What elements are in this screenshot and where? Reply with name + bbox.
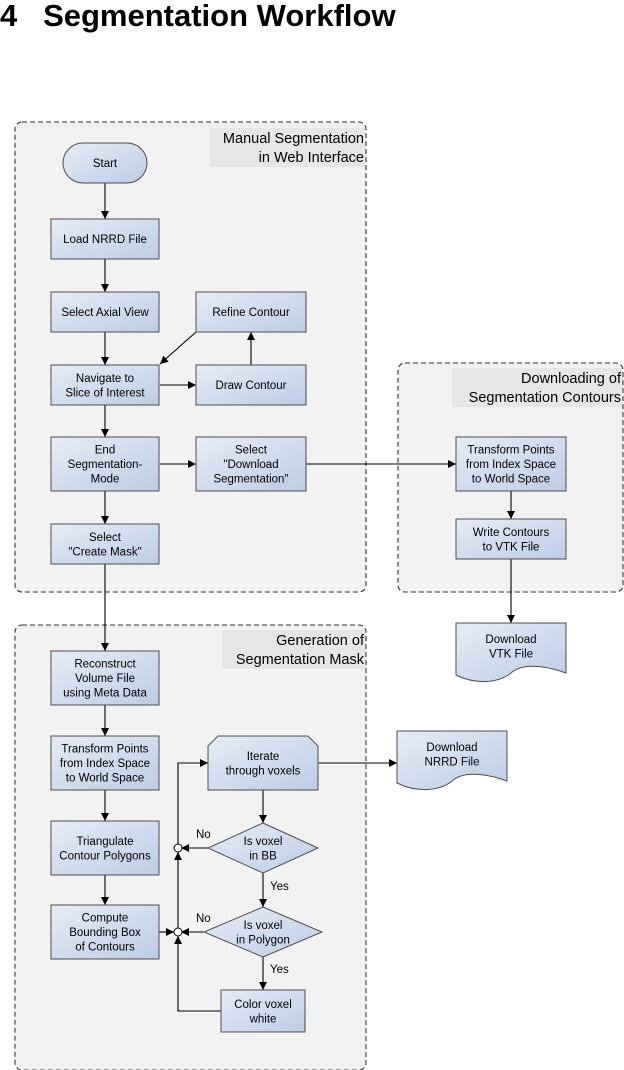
node-transform-dl: Transform Points from Index Space to World… [455, 436, 567, 492]
node-label: white [249, 1013, 277, 1025]
node-label: to VTK File [483, 541, 540, 553]
node-label: to World Space [66, 773, 144, 785]
node-label: to World Space [472, 474, 550, 486]
node-write-vtk: Write Contours to VTK File [455, 518, 567, 560]
node-label: Iterate [247, 751, 280, 763]
node-label: Transform Points [61, 744, 148, 756]
node-iterate: Iterate through voxels [207, 735, 319, 791]
node-label: Contour Polygons [59, 850, 151, 862]
node-label: from Index Space [60, 758, 150, 770]
node-label: End [95, 445, 115, 457]
group-title-mask: Generation of [276, 633, 365, 649]
edge-label-yes-bb: Yes [270, 881, 289, 893]
node-label: of Contours [75, 942, 135, 954]
connector-arrow [159, 331, 197, 365]
node-label: Segmentation" [213, 474, 288, 486]
node-label: Bounding Box [69, 927, 141, 939]
group-title-mask: Segmentation Mask [236, 652, 365, 668]
merge-junction [173, 927, 183, 937]
group-title-download: Segmentation Contours [469, 390, 621, 406]
node-start: Start [62, 142, 148, 184]
page-title: 4 Segmentation Workflow [0, 0, 396, 33]
node-label: Select Axial View [61, 307, 149, 319]
group-manual: Manual Segmentation in Web Interface [14, 121, 367, 593]
connector-arrow [174, 936, 221, 1012]
node-label: from Index Space [466, 459, 556, 471]
node-label: Load NRRD File [63, 234, 147, 246]
connector-arrow [177, 759, 208, 844]
group-title-download: Downloading of [521, 371, 622, 387]
node-axial: Select Axial View [50, 291, 160, 333]
node-label: Download [485, 634, 536, 646]
group-title-manual: Manual Segmentation [223, 131, 364, 147]
node-in-bb: Is voxel in BB [206, 822, 320, 874]
node-label: Navigate to [76, 373, 134, 385]
node-label: VTK File [489, 648, 533, 660]
node-label: Is voxel [244, 836, 283, 848]
node-transform-mask: Transform Points from Index Space to World… [50, 735, 160, 791]
node-label: Reconstruct [74, 659, 136, 671]
node-label: Is voxel [244, 920, 283, 932]
merge-junction [173, 843, 183, 853]
node-label: Compute [82, 913, 129, 925]
edge-label-yes-poly: Yes [270, 964, 289, 976]
node-draw: Draw Contour [195, 364, 307, 406]
node-label: Download [426, 742, 477, 754]
node-label: Start [93, 158, 118, 170]
node-label: Select [235, 445, 268, 457]
node-label: Segmentation- [68, 459, 143, 471]
node-in-polygon: Is voxel in Polygon [202, 906, 324, 958]
node-label: Refine Contour [212, 307, 290, 319]
node-color: Color voxel white [220, 989, 306, 1033]
node-label: Triangulate [76, 836, 133, 848]
node-navigate: Navigate to Slice of Interest [50, 364, 160, 406]
node-label: through voxels [226, 765, 301, 777]
node-label: Draw Contour [216, 380, 287, 392]
node-label: NRRD File [425, 756, 480, 768]
node-refine: Refine Contour [195, 291, 307, 333]
edge-label-no-poly: No [196, 913, 211, 925]
node-label: in BB [249, 850, 277, 862]
node-label: "Download [223, 459, 278, 471]
node-label: Write Contours [473, 527, 550, 539]
node-label: using Meta Data [63, 688, 147, 700]
node-label: Color voxel [234, 999, 292, 1011]
edge-label-no-bb: No [196, 829, 211, 841]
node-load: Load NRRD File [50, 218, 160, 260]
group-title-manual: in Web Interface [259, 150, 364, 166]
node-label: "Create Mask" [68, 546, 141, 558]
node-label: Select [89, 532, 122, 544]
node-label: Volume File [75, 673, 135, 685]
node-label: Mode [91, 474, 120, 486]
node-create-mask: Select "Create Mask" [50, 523, 160, 565]
node-label: in Polygon [236, 934, 290, 946]
node-label: Slice of Interest [65, 387, 145, 399]
node-label: Transform Points [467, 445, 554, 457]
